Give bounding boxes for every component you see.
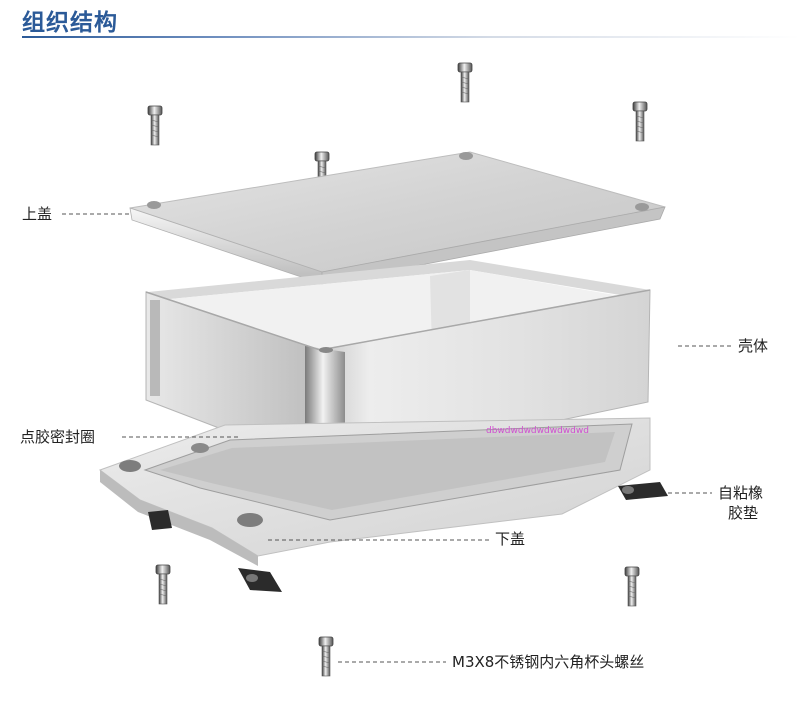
sealant-ring	[160, 432, 615, 510]
screw-bottom-right	[624, 566, 640, 607]
screw-bottom-left	[155, 564, 171, 605]
title-underline	[22, 36, 800, 38]
label-shell: 壳体	[738, 337, 769, 355]
page-title: 组织结构	[22, 10, 118, 36]
label-top-cover: 上盖	[22, 205, 53, 223]
label-screw: M3X8不锈钢内六角杯头螺丝	[452, 653, 645, 671]
label-bottom-cover: 下盖	[495, 530, 526, 548]
screw-bottom-center	[318, 636, 334, 677]
screw-top-right	[632, 101, 648, 142]
bottom-cover	[98, 417, 651, 566]
enclosure-shell	[145, 260, 651, 467]
screw-top-center	[457, 62, 473, 103]
watermark-text: dbwdwdwdwdwdwdwd	[486, 426, 589, 436]
rubber-pad-back-left	[148, 510, 172, 530]
label-rubber-pad-line1: 自粘橡	[718, 484, 764, 502]
label-sealant-ring: 点胶密封圈	[20, 428, 96, 446]
rubber-pad-right	[618, 482, 668, 500]
rubber-pad-left	[238, 568, 282, 592]
label-rubber-pad-line2: 胶垫	[728, 504, 759, 522]
top-cover	[129, 151, 666, 285]
screw-top-left	[147, 105, 163, 146]
